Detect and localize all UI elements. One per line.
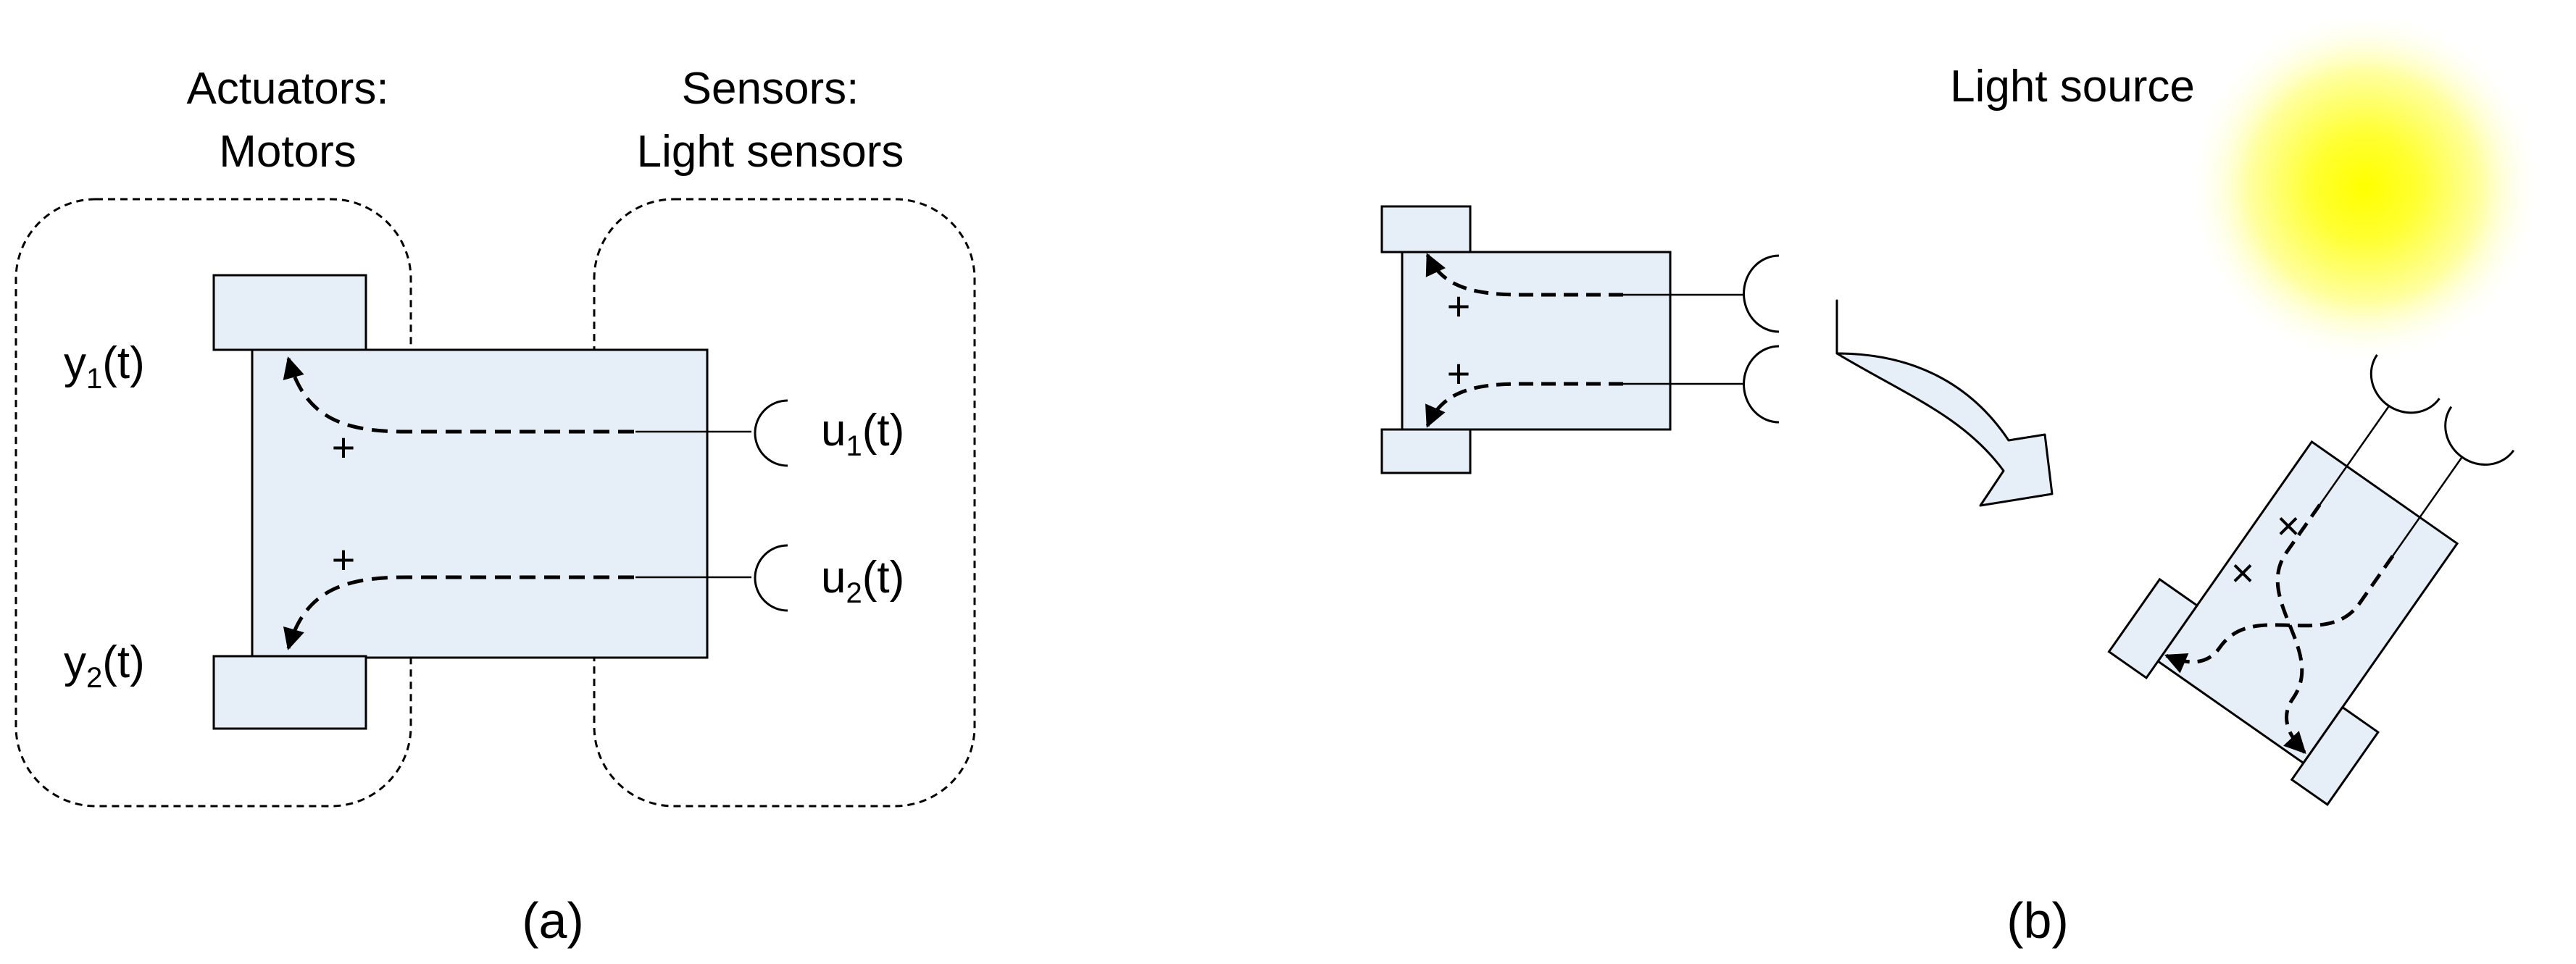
rotated-connection-crossed-2 [2164, 555, 2395, 674]
input-u1-label: u1(t) [821, 406, 904, 462]
sensors-subtitle: Light sensors [637, 127, 904, 177]
caption-a: (a) [522, 892, 584, 949]
light-sensor-top [754, 399, 788, 467]
rotated-vehicle-body [2156, 440, 2459, 765]
small-light-sensor-top [1743, 254, 1780, 333]
sensors-title: Sensors: [682, 64, 859, 114]
output-y2-label: y2(t) [64, 637, 145, 694]
small-sign-plus-bottom: + [1447, 351, 1471, 396]
small-wheel-top [1380, 205, 1472, 253]
vehicle-body [251, 348, 709, 659]
rotated-wheel-bottom [2290, 705, 2380, 806]
rotated-light-sensor-bottom [2444, 406, 2515, 466]
input-u2-label: u2(t) [821, 553, 904, 609]
rotated-light-sensor-top [2369, 354, 2440, 414]
panel-b: Light source + + × × (b) [1380, 9, 2542, 949]
wheel-top [212, 274, 367, 351]
caption-b: (b) [2006, 892, 2069, 949]
small-sign-plus-top: + [1447, 283, 1471, 329]
rotated-vehicle [2107, 354, 2515, 806]
actuators-subtitle: Motors [219, 127, 356, 177]
connection-top [283, 356, 634, 434]
rotated-sensor-wire-top [2319, 404, 2390, 506]
rotated-wheel-top [2107, 577, 2199, 680]
motion-arrow [1835, 299, 2054, 507]
small-vehicle-body [1401, 251, 1672, 431]
light-source-label: Light source [1950, 62, 2195, 112]
rotated-sensor-wire-bottom [2392, 456, 2464, 557]
small-connection-top [1425, 253, 1623, 297]
sign-plus-bottom: + [332, 537, 356, 582]
wheel-bottom [212, 655, 367, 730]
small-connection-bottom [1425, 382, 1623, 428]
light-source [2187, 9, 2542, 364]
rotated-connection-crossed-1 [2275, 503, 2322, 755]
rotated-sign-cross-1: × [2277, 503, 2301, 548]
light-sensor-bottom [754, 544, 788, 612]
actuators-title: Actuators: [186, 64, 388, 114]
small-light-sensor-bottom [1743, 345, 1780, 424]
small-wheel-bottom [1380, 428, 1472, 474]
sign-plus-top: + [332, 424, 356, 470]
connection-bottom [283, 575, 634, 650]
panel-a: Actuators: Motors Sensors: Light sensors… [14, 64, 976, 949]
rotated-sign-cross-2: × [2231, 550, 2255, 595]
sensors-region [593, 198, 976, 808]
output-y1-label: y1(t) [64, 338, 145, 395]
